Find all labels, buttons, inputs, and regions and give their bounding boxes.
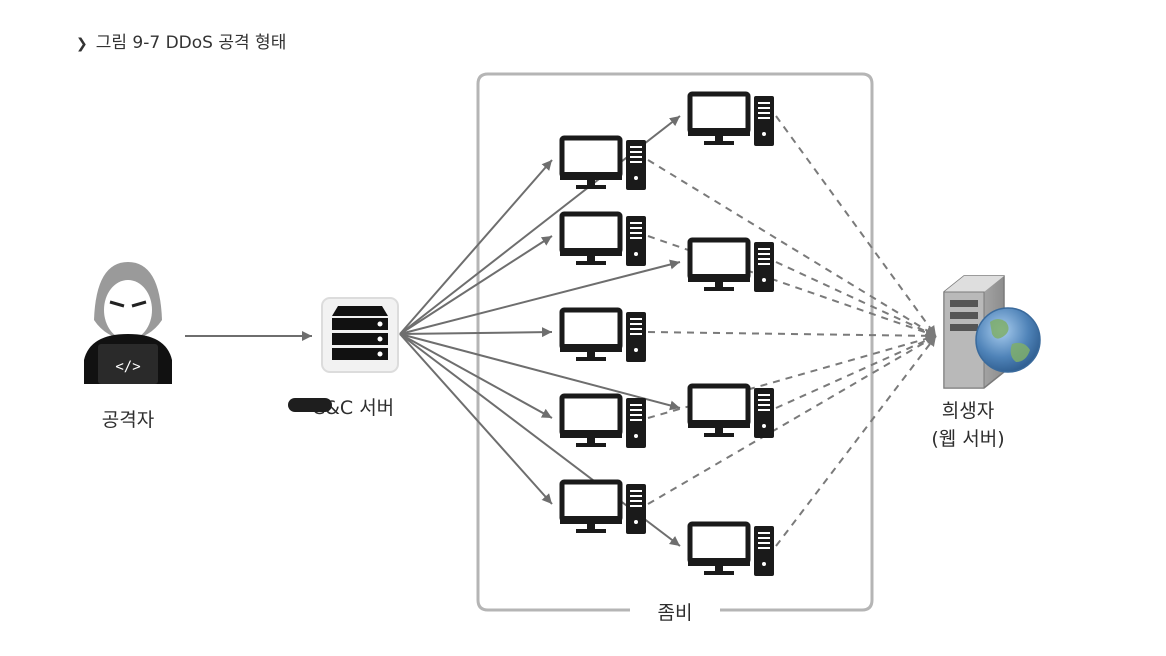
zombie-computer-icon: [559, 135, 646, 190]
zombie-computer-icon: [559, 307, 646, 362]
cc-to-zombie-arrow: [399, 259, 681, 335]
hooded-hacker-icon: </>: [84, 262, 172, 384]
cc-to-zombie-arrow: [399, 235, 553, 335]
zombie-computer-icon: [559, 211, 646, 266]
victim-label: 희생자 (웹 서버): [918, 397, 1018, 453]
cc-to-zombie-arrow: [399, 333, 681, 411]
caption-text: 그림 9-7 DDoS 공격 형태: [95, 33, 287, 53]
zombie-computer-icon: [687, 521, 774, 576]
caption-chevron-icon: ❯: [76, 36, 88, 52]
zombie-to-victim-dashed-arrows: [647, 115, 937, 547]
zombie-to-victim-arrow: [775, 335, 937, 547]
zombie-to-victim-arrow: [647, 330, 937, 341]
victim-label-line2: (웹 서버): [931, 428, 1005, 450]
cc-to-zombie-arrow: [399, 159, 553, 335]
zombie-to-victim-arrow: [647, 335, 937, 505]
svg-text:</>: </>: [115, 359, 140, 375]
zombie-to-victim-arrow: [647, 333, 937, 419]
zombie-computers: [559, 91, 774, 576]
zombie-to-victim-arrow: [647, 159, 937, 337]
attacker-label: 공격자: [101, 409, 155, 431]
cc-to-zombie-arrow: [399, 333, 553, 419]
zombie-computer-icon: [687, 237, 774, 292]
zombie-to-victim-arrow: [775, 115, 937, 337]
zombie-to-victim-arrow: [775, 261, 937, 337]
zombie-group-box: [476, 72, 874, 612]
zombie-group-label: 좀비: [635, 598, 715, 625]
zombie-to-victim-arrow: [775, 335, 937, 409]
redaction-mark: [288, 398, 332, 412]
cc-to-zombie-arrow: [399, 327, 553, 338]
cc-to-zombie-arrow: [399, 333, 553, 505]
zombie-computer-icon: [687, 91, 774, 146]
figure-caption: ❯ 그림 9-7 DDoS 공격 형태: [76, 28, 286, 53]
zombie-computer-icon: [687, 383, 774, 438]
zombie-computer-icon: [559, 479, 646, 534]
cc-server-label: C&C 서버: [311, 397, 395, 419]
zombie-computer-icon: [559, 393, 646, 448]
cc-server-icon: [321, 297, 399, 373]
victim-label-line1: 희생자: [941, 400, 995, 422]
web-server-globe-icon: [943, 275, 1041, 389]
